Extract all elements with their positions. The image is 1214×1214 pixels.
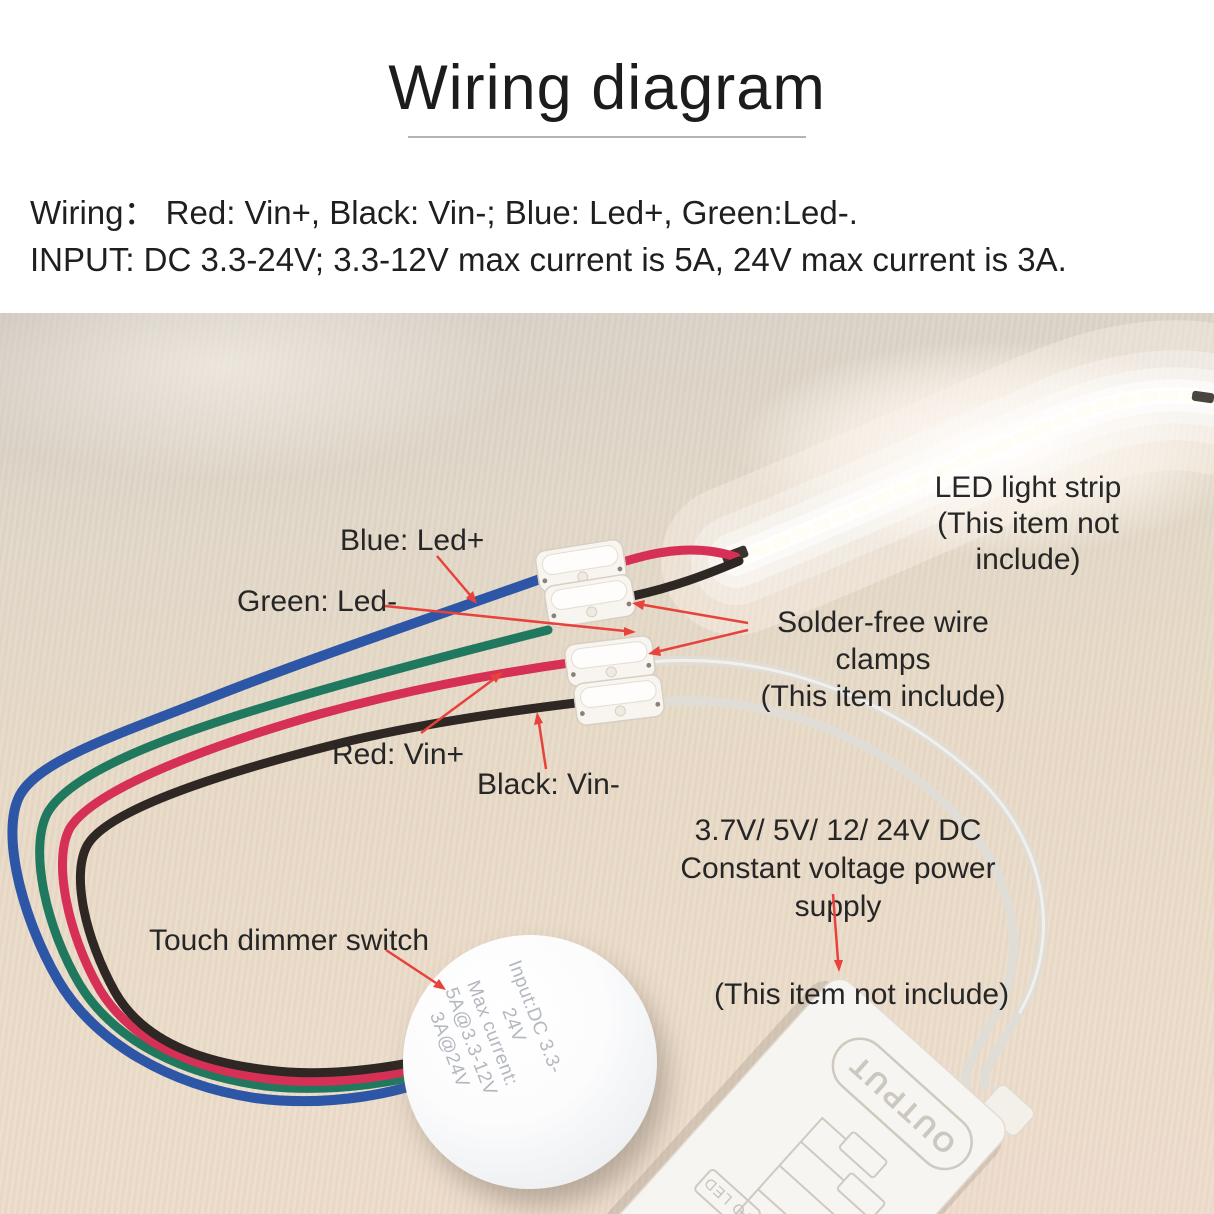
wiring-color-legend: Wiring： Red: Vin+, Black: Vin-; Blue: Le… xyxy=(30,194,858,231)
label-led-strip-line1: LED light strip xyxy=(934,471,1122,504)
label-green-led-minus: Green: Led- xyxy=(237,585,398,618)
label-wire-clamps-line1: Solder-free wire clamps xyxy=(777,606,989,676)
label-power-supply-line2: Constant voltage power supply xyxy=(680,852,996,923)
label-wire-clamps: Solder-free wire clamps (This item inclu… xyxy=(748,604,1018,715)
label-wire-clamps-line2: (This item include) xyxy=(760,680,1006,713)
label-led-strip-line2: (This item not include) xyxy=(937,507,1119,576)
label-power-supply: 3.7V/ 5V/ 12/ 24V DC Constant voltage po… xyxy=(655,812,1021,926)
touch-dimmer-switch: Input:DC 3.3-24V Max current: 5A@3.3-12V… xyxy=(403,935,657,1189)
label-touch-dimmer: Touch dimmer switch xyxy=(149,924,430,957)
title-underline xyxy=(408,136,806,138)
label-led-strip: LED light strip (This item not include) xyxy=(890,470,1166,578)
input-spec-line: INPUT: DC 3.3-24V; 3.3-12V max current i… xyxy=(30,241,1067,278)
page-title: Wiring diagram xyxy=(388,53,826,123)
header: Wiring diagram Wiring： Red: Vin+, Black:… xyxy=(0,0,1214,313)
label-power-supply-line1: 3.7V/ 5V/ 12/ 24V DC xyxy=(694,814,982,847)
label-blue-led-plus: Blue: Led+ xyxy=(340,524,485,557)
label-black-vin-minus: Black: Vin- xyxy=(477,768,620,801)
label-red-vin-plus: Red: Vin+ xyxy=(332,738,465,771)
label-power-supply-not-include: (This item not include) xyxy=(714,978,1010,1011)
